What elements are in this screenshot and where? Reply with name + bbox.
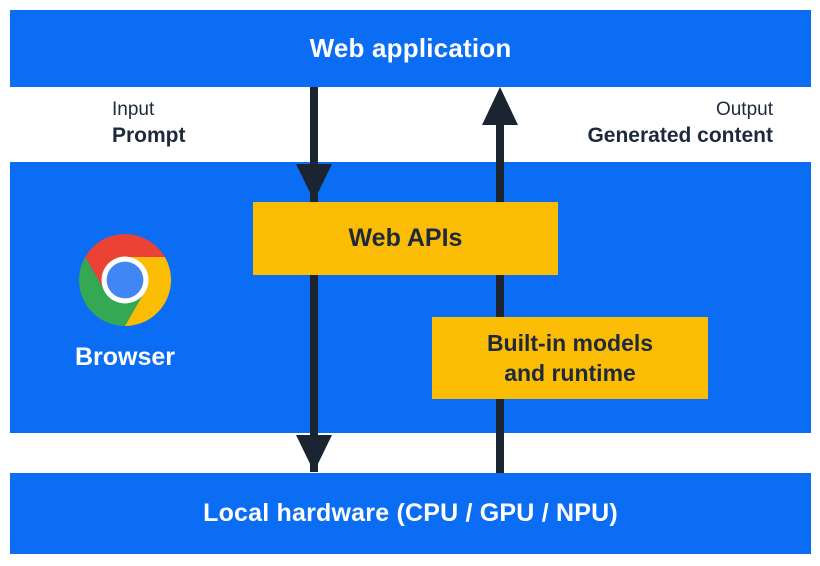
down-arrowhead-into-local-hardware — [296, 435, 332, 472]
built-in-models-label-line1: Built-in models — [486, 330, 654, 356]
up-arrowhead-into-web-application — [482, 87, 518, 125]
local-hardware-bar: Local hardware (CPU / GPU / NPU) — [10, 473, 811, 554]
output-label: Generated content — [587, 124, 773, 147]
web-apis-label: Web APIs — [348, 224, 463, 252]
browser-label: Browser — [74, 343, 176, 371]
local-hardware-label: Local hardware (CPU / GPU / NPU) — [203, 499, 618, 527]
web-application-bar: Web application — [10, 10, 811, 87]
input-label: Prompt — [112, 124, 186, 147]
up-arrow-line — [496, 105, 504, 473]
web-apis-box: Web APIs — [253, 202, 558, 275]
output-labels: Output Generated content — [587, 98, 773, 149]
built-in-models-box: Built-in models and runtime — [432, 317, 708, 399]
output-caption: Output — [715, 99, 773, 120]
down-arrowhead-into-web-apis — [296, 164, 332, 201]
web-application-label: Web application — [309, 33, 512, 63]
input-caption: Input — [112, 99, 155, 120]
down-arrow-line — [310, 87, 318, 472]
input-labels: Input Prompt — [112, 98, 186, 149]
chrome-logo-icon — [79, 234, 171, 326]
built-in-models-label-line2: and runtime — [504, 360, 636, 386]
